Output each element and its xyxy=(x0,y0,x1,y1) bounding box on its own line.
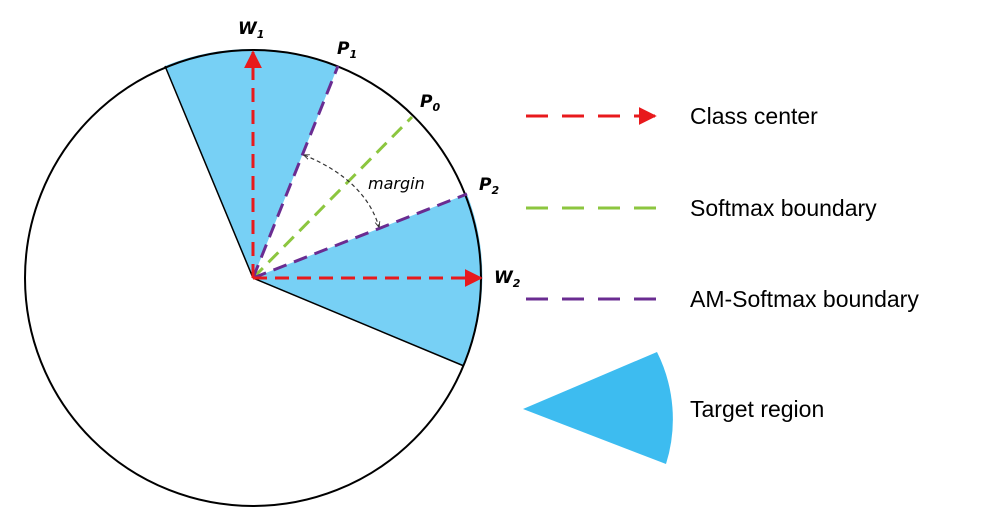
legend-target-region-swatch xyxy=(523,352,673,464)
label-p0: P0 xyxy=(420,92,440,114)
am-softmax-boundary-p2 xyxy=(252,192,468,280)
label-margin: margin xyxy=(368,174,425,193)
label-p2: P2 xyxy=(479,175,499,197)
legend-am-softmax-boundary-label: AM-Softmax boundary xyxy=(690,286,919,312)
legend-class-center-label: Class center xyxy=(690,103,818,129)
legend-target-region-label: Target region xyxy=(690,396,824,422)
am-softmax-boundary-p1 xyxy=(251,65,340,279)
label-w1: W1 xyxy=(238,19,264,41)
label-p1: P1 xyxy=(337,39,357,61)
target-region-edge-left xyxy=(164,65,254,279)
legend-softmax-boundary-label: Softmax boundary xyxy=(690,195,877,221)
margin-arc xyxy=(304,155,379,227)
target-region-sector-right xyxy=(253,194,483,366)
target-region-edge-bottom xyxy=(252,277,465,367)
legend: Class center Softmax boundary AM-Softmax… xyxy=(523,103,919,464)
label-w2: W2 xyxy=(494,268,521,290)
